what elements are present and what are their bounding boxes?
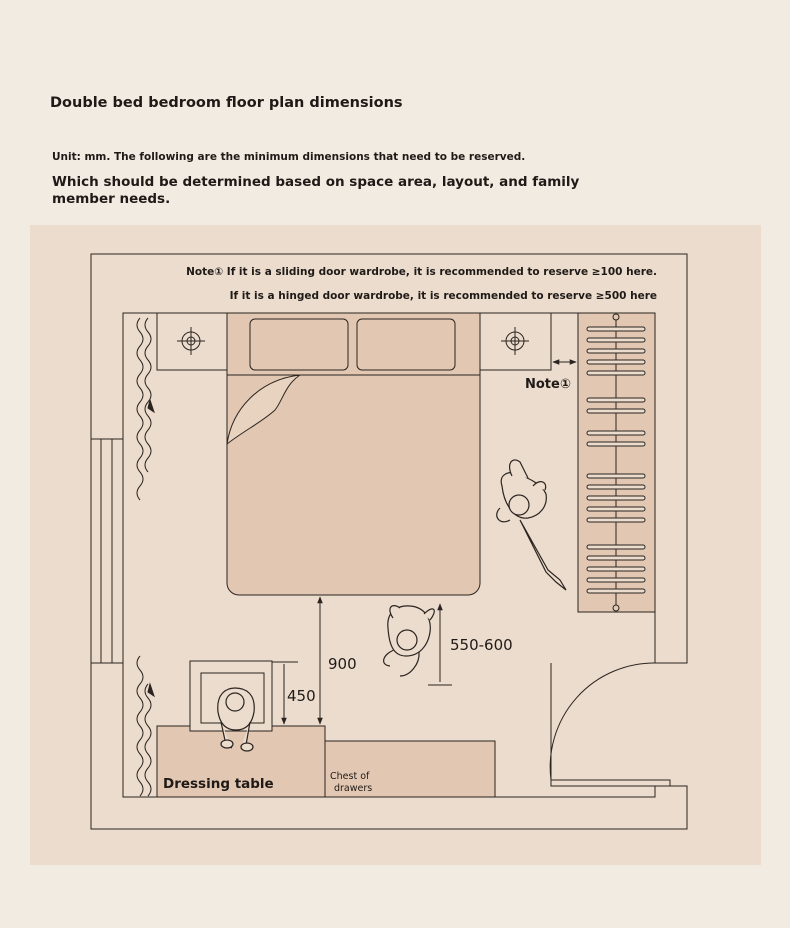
dressing-table-label: Dressing table <box>163 776 274 792</box>
person-standing-icon <box>383 605 435 677</box>
person-seated-icon <box>217 687 255 752</box>
dim-900-label: 900 <box>328 655 357 673</box>
note-sliding-door: Note① If it is a sliding door wardrobe, … <box>186 266 657 278</box>
wardrobe <box>577 312 656 613</box>
note-marker: Note① <box>525 377 571 392</box>
unit-note: Unit: mm. The following are the minimum … <box>52 151 526 163</box>
dim-550-600-label: 550-600 <box>450 636 513 654</box>
nightstand-left <box>156 312 228 371</box>
dressing-table <box>156 725 326 798</box>
page-title: Double bed bedroom floor plan dimensions <box>50 95 403 111</box>
curtain-upper <box>136 317 155 501</box>
chest-of-drawers-label-1: Chest of <box>330 771 370 782</box>
chest-of-drawers-label-2: drawers <box>334 783 372 794</box>
chest-of-drawers <box>324 740 496 798</box>
dim-450-label: 450 <box>287 687 316 705</box>
double-bed <box>226 312 481 596</box>
window <box>90 438 124 664</box>
nightstand-right <box>479 312 552 371</box>
note-hinged-door: If it is a hinged door wardrobe, it is r… <box>230 290 657 302</box>
curtain-lower <box>136 655 155 797</box>
dimension-markers <box>272 359 577 725</box>
determination-note: Which should be determined based on spac… <box>52 174 580 207</box>
hangers <box>586 326 646 594</box>
person-walking-icon <box>496 459 567 591</box>
door <box>549 662 671 787</box>
